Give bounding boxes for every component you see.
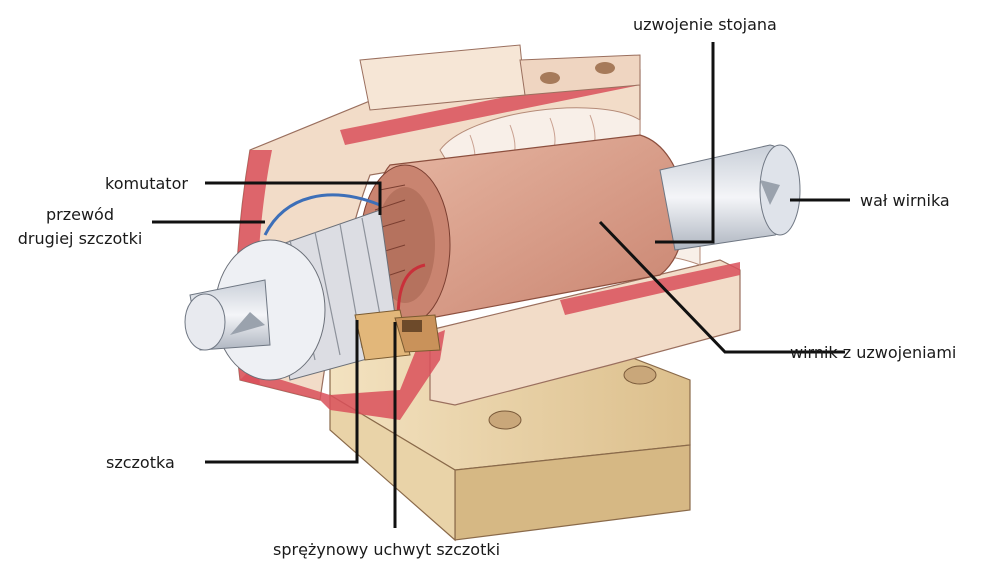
leader-uzwojenie-stojana	[655, 42, 715, 244]
leader-komutator	[205, 181, 382, 215]
rotor	[359, 134, 686, 326]
label-brush: szczotka	[106, 453, 175, 472]
rotor-shaft-left	[184, 279, 271, 351]
leader-szczotka	[205, 320, 359, 464]
leader-wirnik	[598, 220, 845, 354]
label-commutator: komutator	[105, 174, 188, 193]
label-stator-winding: uzwojenie stojana	[633, 15, 777, 34]
label-spring-brush-holder: sprężynowy uchwyt szczotki	[273, 540, 501, 559]
label-second-brush-wire-line1: przewód	[45, 205, 114, 224]
label-rotor-with-windings: wirnik z uzwojeniami	[790, 343, 957, 362]
label-second-brush-wire-line2: drugiej szczotki	[17, 229, 143, 248]
leader-lines	[152, 42, 850, 528]
rotor-shaft-right	[659, 144, 801, 251]
label-rotor-shaft: wał wirnika	[860, 191, 950, 210]
second-brush-wire	[263, 193, 381, 236]
